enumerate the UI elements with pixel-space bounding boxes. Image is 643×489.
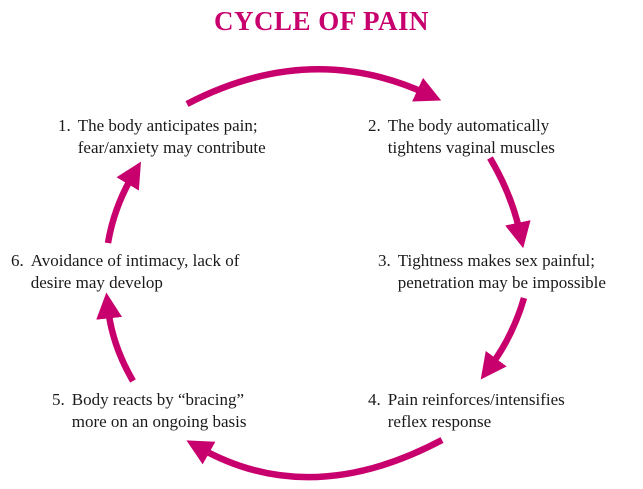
- step-number: 2.: [368, 116, 381, 135]
- step-text-line: Pain reinforces/intensifies: [387, 390, 565, 409]
- cycle-step-3: 3. Tightness makes sex painful; penetrat…: [378, 250, 606, 294]
- cycle-step-6: 6. Avoidance of intimacy, lack of desire…: [11, 250, 239, 294]
- arrow-6-to-1: [104, 161, 141, 244]
- step-text-line: fear/anxiety may contribute: [77, 138, 266, 157]
- step-text-line: reflex response: [387, 412, 492, 431]
- arrow-2-to-3: [487, 156, 531, 249]
- cycle-step-4: 4. Pain reinforces/intensifies reflex re…: [368, 389, 565, 433]
- diagram-title: CYCLE OF PAIN: [214, 6, 429, 36]
- step-number: 3.: [378, 251, 391, 270]
- step-text-line: Avoidance of intimacy, lack of: [30, 251, 240, 270]
- step-text-line: The body anticipates pain;: [77, 116, 258, 135]
- step-number: 1.: [58, 116, 71, 135]
- step-text-line: The body automatically: [387, 116, 550, 135]
- step-number: 6.: [11, 251, 24, 270]
- step-text-line: penetration may be impossible: [397, 273, 606, 292]
- step-text-line: desire may develop: [30, 273, 163, 292]
- step-text-line: more on an ongoing basis: [71, 412, 247, 431]
- arrow-4-to-5: [186, 437, 444, 481]
- cycle-step-2: 2. The body automatically tightens vagin…: [368, 115, 555, 159]
- cycle-step-1: 1. The body anticipates pain; fear/anxie…: [58, 115, 266, 159]
- step-text-line: Tightness makes sex painful;: [397, 251, 595, 270]
- arrow-5-to-6: [96, 292, 136, 383]
- arrow-3-to-4: [480, 297, 528, 380]
- step-text-line: tightens vaginal muscles: [387, 138, 555, 157]
- arrow-1-to-2: [185, 66, 442, 107]
- cycle-step-5: 5. Body reacts by “bracing” more on an o…: [52, 389, 246, 433]
- step-text-line: Body reacts by “bracing”: [71, 390, 245, 409]
- step-number: 5.: [52, 390, 65, 409]
- step-number: 4.: [368, 390, 381, 409]
